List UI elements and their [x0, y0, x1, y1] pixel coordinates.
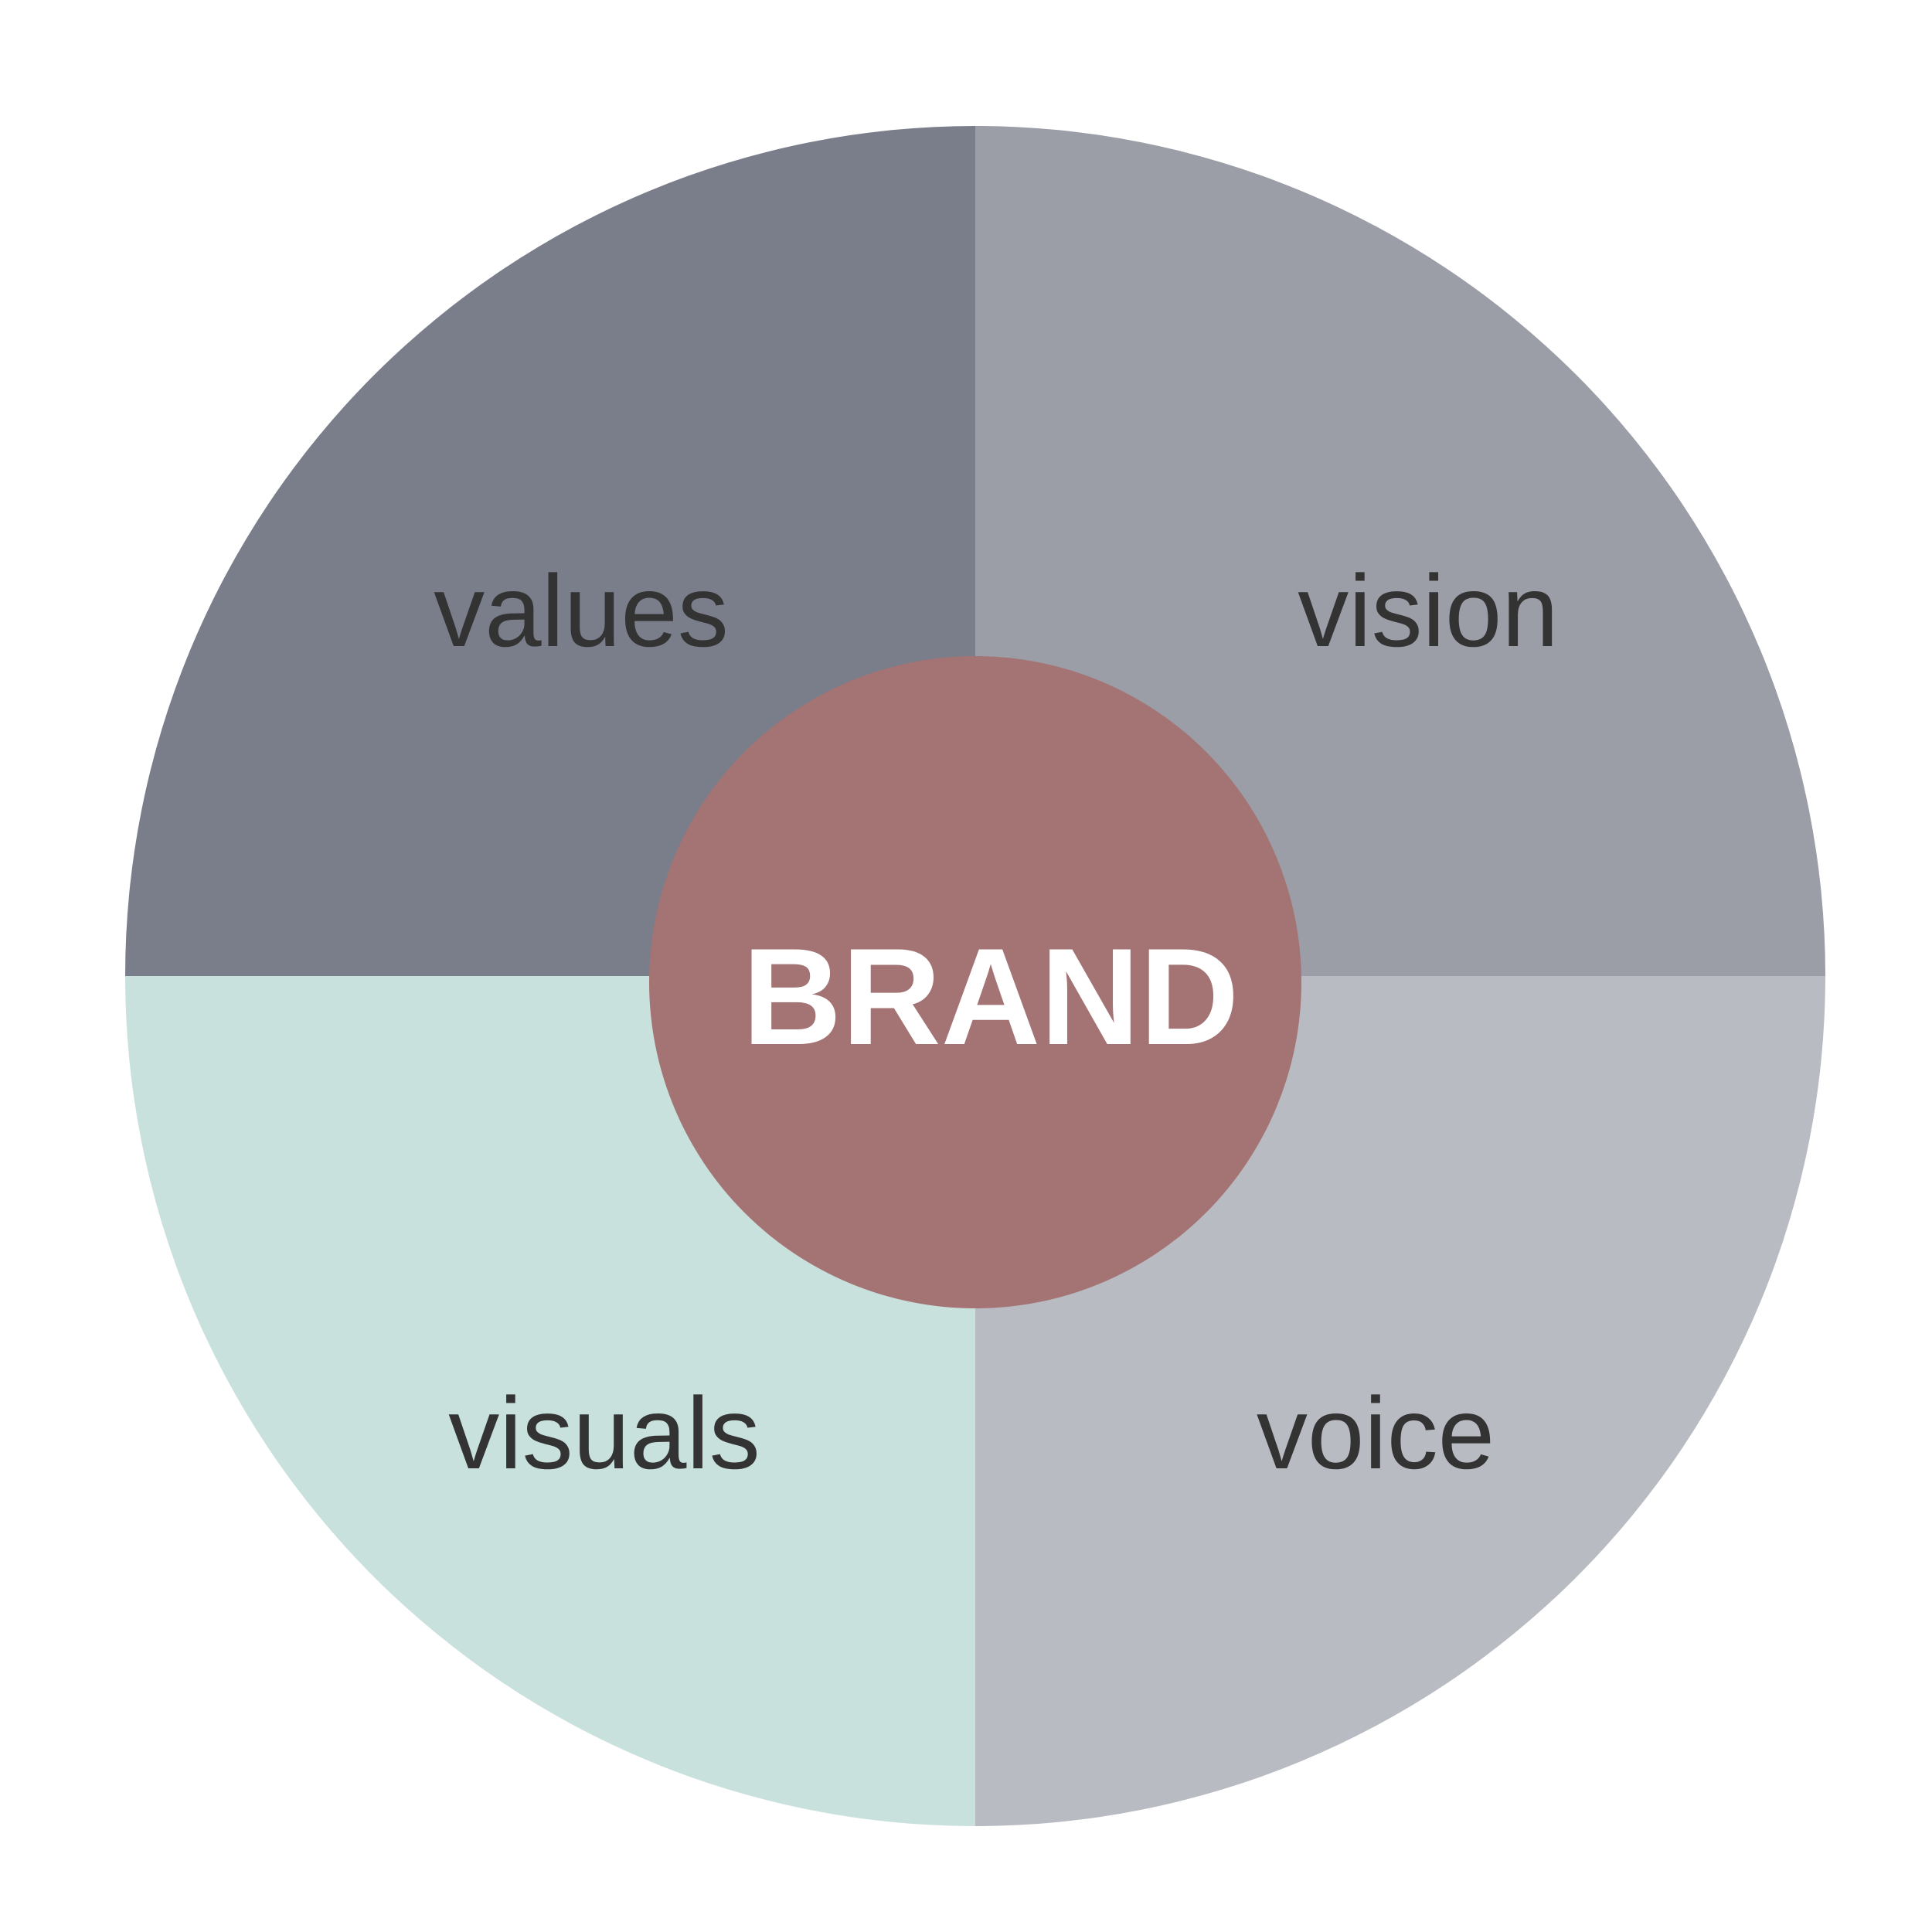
- visuals-label: visuals: [448, 1376, 760, 1490]
- values-label: values: [434, 554, 729, 668]
- brand-center-circle: [649, 656, 1301, 1308]
- voice-label: voice: [1257, 1376, 1495, 1490]
- vision-label: vision: [1298, 554, 1558, 668]
- brand-label: BRAND: [743, 920, 1240, 1073]
